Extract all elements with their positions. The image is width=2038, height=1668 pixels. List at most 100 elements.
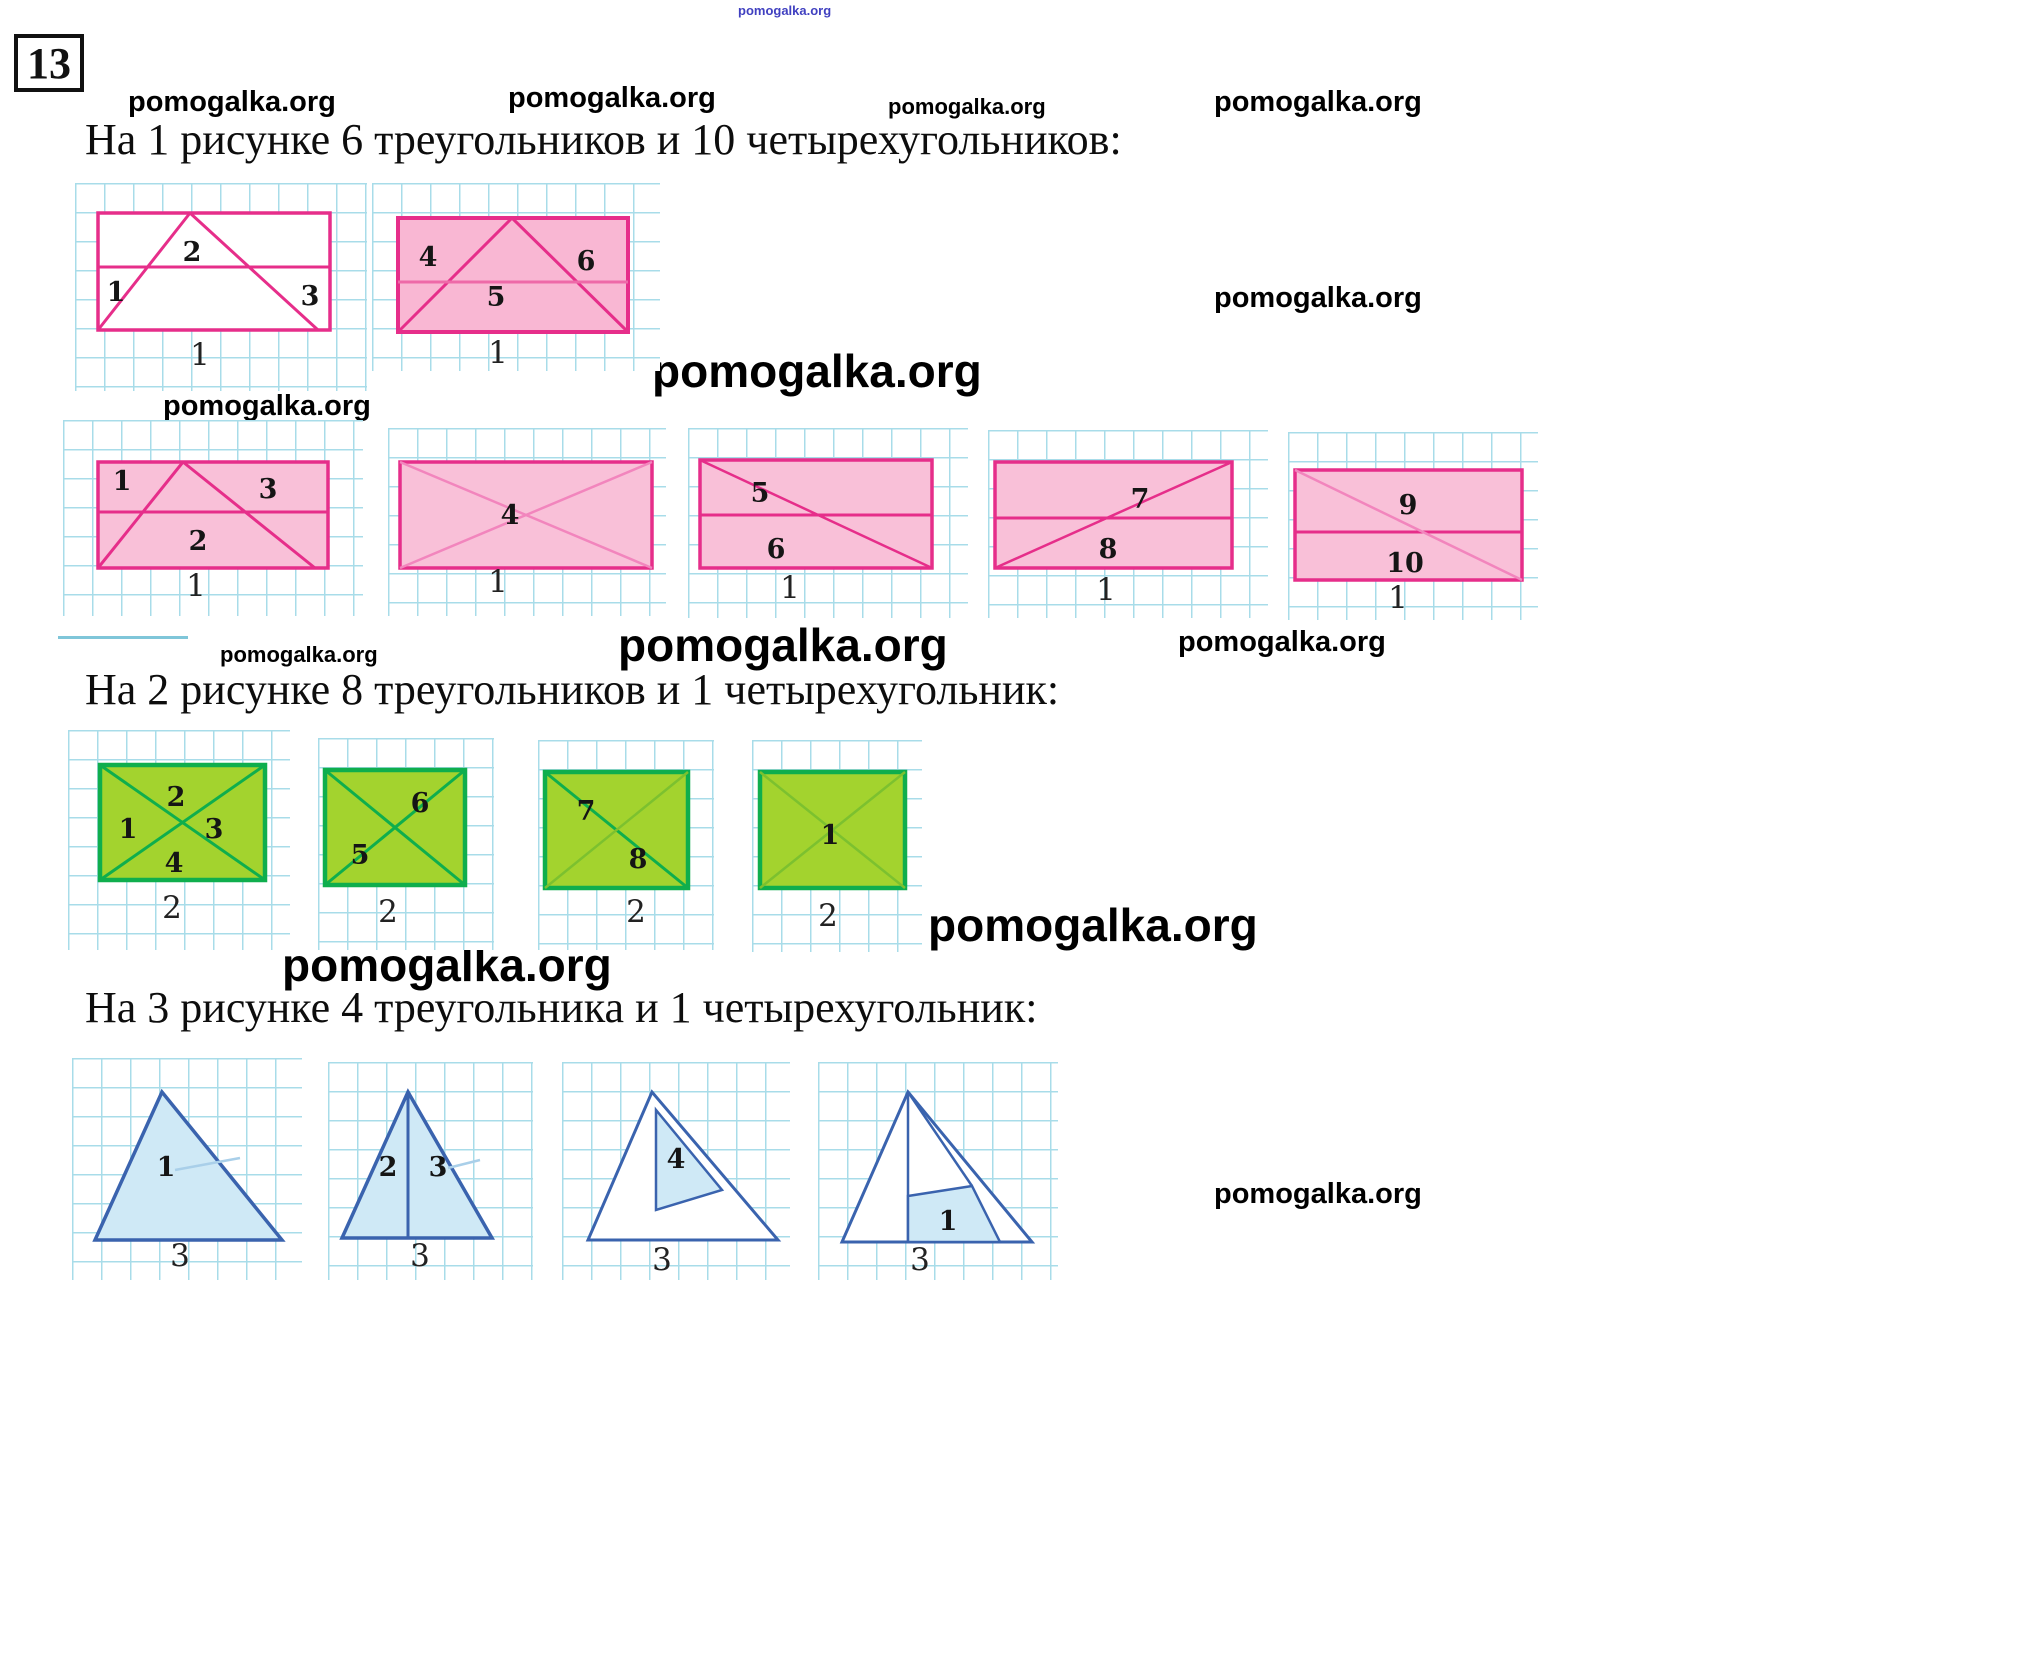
figure-4b-grid: 2 3 3: [328, 1062, 533, 1280]
diagonal: [399, 460, 653, 570]
figure-caption: 1: [190, 337, 210, 373]
figure-caption: 1: [488, 335, 508, 371]
region-label: 5: [351, 840, 370, 871]
figure-2c-grid: 5 6 1: [688, 428, 968, 618]
heading-figure-1: На 1 рисунке 6 треугольников и 10 четыре…: [85, 115, 1122, 164]
region-label: 3: [259, 474, 278, 505]
problem-number-badge: 13: [14, 34, 84, 92]
region-label: 3: [205, 814, 224, 845]
diagonal: [324, 768, 466, 887]
figure-4c-grid: 4 3: [562, 1062, 790, 1280]
inner-triangle: [654, 1106, 725, 1212]
watermark-text: pomogalka.org: [738, 3, 832, 18]
diagonal: [994, 460, 1233, 570]
watermark-text: pomogalka.org: [163, 390, 371, 422]
inner-line: [906, 1091, 974, 1187]
heading-figure-3: На 3 рисунке 4 треугольника и 1 четыреху…: [85, 983, 1038, 1032]
diagonal: [99, 763, 266, 882]
region-label: 1: [107, 277, 126, 308]
region-label: 7: [1131, 484, 1150, 515]
region-label: 1: [939, 1206, 958, 1237]
figure-caption: 1: [1096, 572, 1116, 608]
region-label: 2: [183, 237, 202, 268]
rectangle-outline: [96, 460, 330, 570]
figure-3a-drawing: 2 1 3 4 2: [97, 762, 268, 926]
figure-3b-drawing: 6 5 2: [322, 767, 468, 930]
region-label: 6: [767, 534, 786, 565]
watermark-text: pomogalka.org: [618, 619, 948, 671]
region-label: 1: [157, 1152, 176, 1183]
diagonal: [759, 771, 906, 889]
figure-caption: 2: [818, 898, 838, 934]
figure-3d-grid: 1 2: [752, 740, 922, 952]
watermark-text: pomogalka.org: [1214, 86, 1422, 118]
figure-caption: 2: [626, 894, 646, 930]
figure-2e-grid: 9 10 1: [1288, 432, 1538, 620]
region-label: 4: [419, 242, 438, 273]
figure-caption: 1: [780, 570, 800, 606]
region-label: 2: [379, 1152, 398, 1183]
figure-caption: 1: [186, 568, 206, 604]
triangle-side: [510, 216, 630, 334]
region-label: 3: [301, 281, 320, 312]
figure-3b-grid: 6 5 2: [318, 738, 494, 950]
figure-4d-grid: 1 3: [818, 1062, 1058, 1280]
watermark-text: pomogalka.org: [220, 642, 378, 667]
triangle-outline: [339, 1088, 496, 1240]
region-label: 10: [1386, 548, 1424, 579]
diagonal: [699, 458, 933, 570]
watermark-text: pomogalka.org: [888, 94, 1046, 119]
region-label: 1: [119, 814, 138, 845]
figure-3d-drawing: 1 2: [757, 769, 908, 934]
inner-quadrilateral: [906, 1184, 1003, 1244]
figure-2c-drawing: 5 6 1: [698, 458, 934, 606]
figure-1a-drawing: 2 1 3 1: [96, 211, 332, 373]
watermark-text: pomogalka.org: [1178, 626, 1386, 658]
grid-remnant-line: [58, 636, 188, 639]
region-label: 8: [1099, 534, 1118, 565]
diagonal: [544, 771, 689, 889]
inner-line: [447, 1158, 481, 1170]
watermark-text: pomogalka.org: [928, 899, 1258, 951]
region-label: 6: [577, 246, 596, 277]
region-label: 1: [113, 466, 132, 497]
region-label: 5: [751, 478, 770, 509]
figure-caption: 3: [410, 1238, 430, 1274]
triangle-side: [182, 460, 316, 570]
region-label: 8: [629, 844, 648, 875]
figure-2b-grid: 4 1: [388, 428, 666, 616]
figure-2b-drawing: 4 1: [398, 460, 654, 600]
figure-2a-grid: 1 3 2 1: [63, 420, 363, 616]
figure-4c-drawing: 4 3: [585, 1089, 782, 1278]
figure-1b-grid: 4 6 5 1: [372, 183, 660, 371]
figure-4a-drawing: 1 3: [92, 1088, 286, 1274]
figure-caption: 1: [1388, 580, 1408, 616]
region-label: 2: [167, 782, 186, 813]
region-label: 4: [667, 1144, 686, 1175]
figure-4a-grid: 1 3: [72, 1058, 302, 1280]
region-label: 4: [501, 500, 520, 531]
region-label: 2: [189, 526, 208, 557]
watermark-text: pomogalka.org: [1214, 1178, 1422, 1210]
region-label: 5: [487, 282, 506, 313]
figure-caption: 3: [910, 1242, 930, 1278]
figure-3c-drawing: 7 8 2: [542, 769, 691, 930]
figure-1b-drawing: 4 6 5 1: [396, 216, 630, 371]
region-label: 3: [429, 1152, 448, 1183]
figure-4d-drawing: 1 3: [839, 1089, 1036, 1278]
watermark-text: pomogalka.org: [652, 345, 982, 397]
region-label: 6: [411, 788, 430, 819]
figure-1a-grid: 2 1 3 1: [75, 183, 367, 391]
figure-caption: 2: [162, 890, 182, 926]
region-label: 1: [821, 820, 840, 851]
region-label: 4: [165, 848, 184, 879]
heading-figure-2: На 2 рисунке 8 треугольников и 1 четырех…: [85, 665, 1060, 714]
triangle-side: [188, 211, 320, 332]
watermark-text: pomogalka.org: [1214, 282, 1422, 314]
figure-caption: 3: [170, 1238, 190, 1274]
figure-caption: 2: [378, 894, 398, 930]
triangle-side: [96, 212, 192, 331]
figure-4b-drawing: 2 3 3: [339, 1088, 496, 1274]
figure-2a-drawing: 1 3 2 1: [96, 460, 330, 604]
figure-2e-drawing: 9 10 1: [1293, 468, 1524, 616]
